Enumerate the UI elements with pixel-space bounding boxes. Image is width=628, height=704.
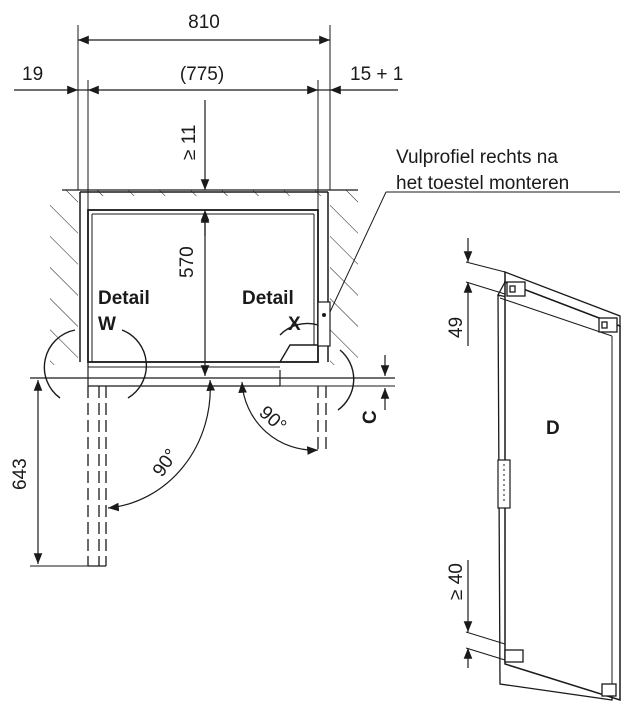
callout-leader	[329, 191, 387, 313]
detail-w-label-line1: Detail	[98, 288, 150, 309]
dim-15-label: 15 + 1	[350, 64, 403, 85]
right-swing-arc	[238, 381, 319, 455]
detail-w-label-line2: W	[98, 314, 116, 335]
dim-c-label: C	[360, 410, 381, 424]
dim-570-label: 570	[177, 246, 198, 278]
front-line	[30, 362, 395, 387]
door-perspective	[463, 238, 621, 702]
right-angle-label: 90°	[255, 402, 290, 437]
callout-line1: Vulprofiel rechts na	[396, 147, 558, 168]
dim-19-label: 19	[22, 64, 43, 85]
cabinet-outline	[87, 209, 331, 363]
left-door-open	[87, 386, 107, 566]
detail-x-circle	[279, 322, 355, 411]
callout-line2: het toestel monteren	[396, 173, 569, 194]
dim-775-label: (775)	[180, 64, 224, 85]
left-swing-arc	[107, 379, 216, 512]
top-view	[14, 25, 620, 567]
bottom-hinge	[504, 649, 617, 697]
door-label: D	[546, 418, 560, 439]
right-door-open	[317, 386, 327, 450]
dim-40-label: ≥ 40	[446, 563, 467, 600]
dim-11-label: ≥ 11	[179, 125, 200, 160]
left-angle-label: 90°	[149, 445, 183, 481]
dim-810-label: 810	[188, 12, 220, 33]
detail-x-label-line2: X	[288, 314, 301, 335]
detail-x-label-line1: Detail	[242, 288, 294, 309]
dim-643-label: 643	[10, 458, 31, 490]
dim-49-label: 49	[446, 317, 467, 338]
top-hinge	[506, 281, 618, 333]
